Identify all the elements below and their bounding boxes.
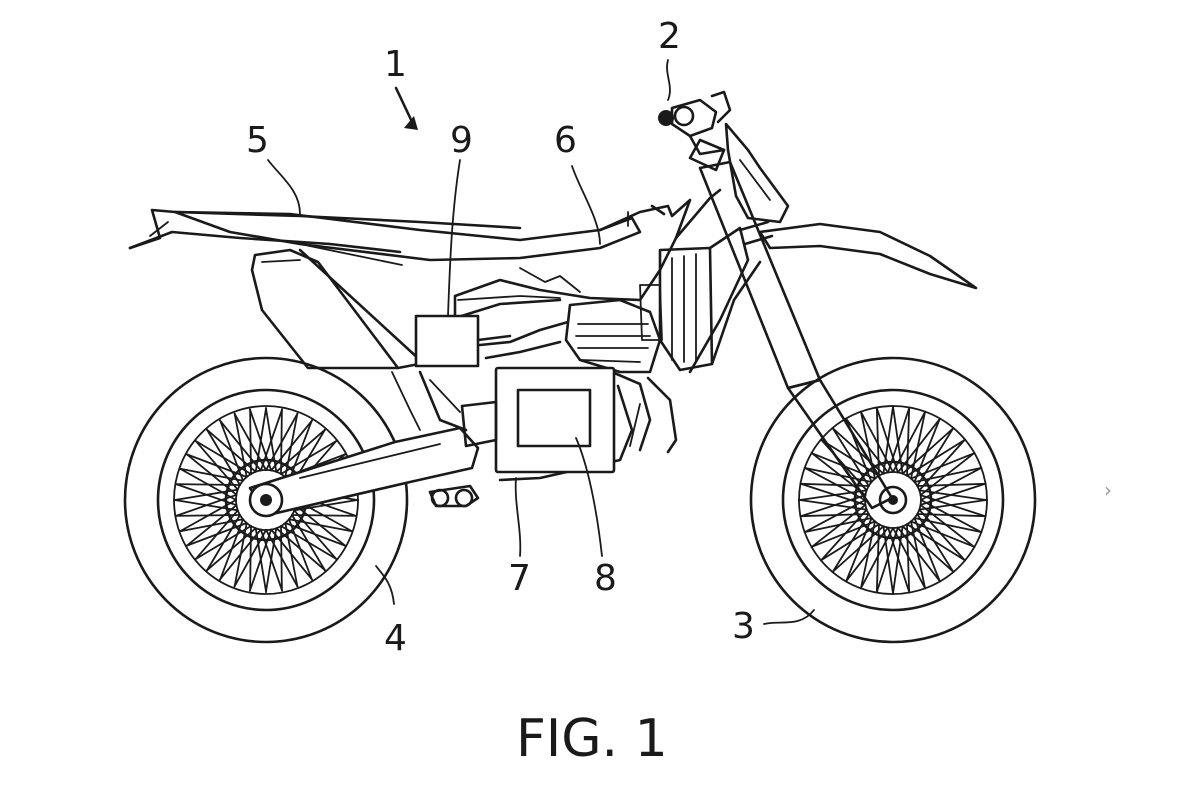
- front-wheel: [751, 358, 1035, 642]
- ref-label-battery-housing: 7: [508, 558, 531, 599]
- ref-label-battery: 8: [594, 558, 617, 599]
- chevron-right-icon[interactable]: ›: [1104, 478, 1112, 502]
- ref-label-motorcycle: 1: [384, 44, 407, 85]
- figure-caption: FIG. 1: [516, 709, 668, 769]
- ref-label-seat: 5: [246, 120, 269, 161]
- front-fork: [690, 140, 892, 508]
- ref-label-rear-wheel: 4: [384, 618, 407, 659]
- ref-label-front-wheel: 3: [732, 606, 755, 647]
- control-box: [416, 316, 510, 366]
- handlebar: [658, 92, 730, 154]
- front-fender: [760, 224, 976, 288]
- side-number-panel: [252, 250, 398, 368]
- footpeg: [430, 486, 478, 506]
- ref-label-tank: 6: [554, 120, 577, 161]
- battery: [518, 390, 590, 446]
- ref-label-handlebar: 2: [658, 16, 681, 57]
- ref-label-control-box: 9: [450, 120, 473, 161]
